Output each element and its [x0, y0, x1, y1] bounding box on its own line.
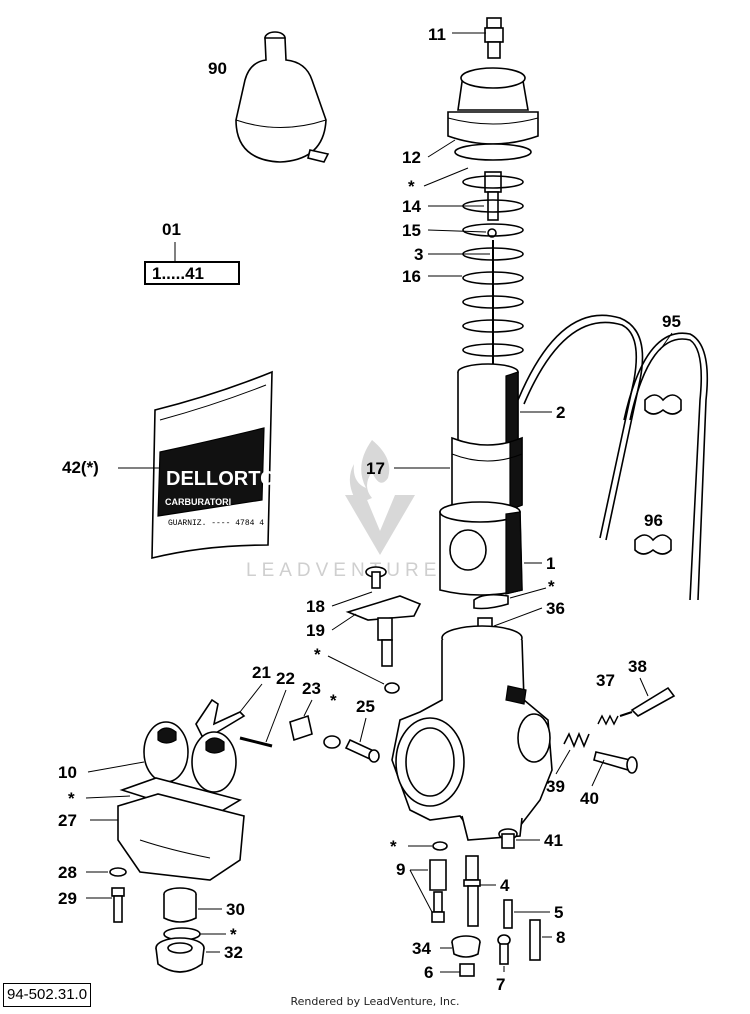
- part-star-washer-c[interactable]: [432, 841, 448, 851]
- part-6-plug[interactable]: [459, 963, 475, 977]
- callout-3: 3: [414, 245, 423, 264]
- part-2-slide[interactable]: [457, 363, 519, 447]
- part-96-cable-clip-bottom[interactable]: [634, 534, 672, 555]
- callout-38: 38: [628, 657, 647, 676]
- carburetor-body[interactable]: [391, 625, 553, 841]
- callout-90: 90: [208, 59, 227, 78]
- part-8-jet[interactable]: [529, 919, 541, 961]
- callout-41: 41: [544, 831, 563, 850]
- callout-96: 96: [644, 511, 663, 530]
- callout-14: 14: [402, 197, 421, 216]
- callout-42: 42(*): [62, 458, 99, 477]
- callout-4: 4: [500, 876, 510, 895]
- callout-17: 17: [366, 459, 385, 478]
- part-34-atomizer[interactable]: [451, 935, 481, 958]
- part-star-oring-a[interactable]: [384, 682, 400, 694]
- part-10-float[interactable]: [143, 721, 237, 793]
- part-28-washer[interactable]: [109, 867, 127, 877]
- callout-39: 39: [546, 777, 565, 796]
- part-19-choke-lever[interactable]: [345, 595, 422, 667]
- callout-28: 28: [58, 863, 77, 882]
- callout-6: 6: [424, 963, 433, 982]
- part-4-needle-jet[interactable]: [463, 855, 481, 927]
- callout-10: 10: [58, 763, 77, 782]
- part-29-bolt[interactable]: [111, 887, 125, 923]
- watermark-text: LEADVENTURE: [246, 560, 441, 581]
- part-96-cable-clip-top[interactable]: [644, 394, 682, 415]
- callout-1: 1: [546, 554, 555, 573]
- callout-star-3: *: [314, 645, 321, 664]
- callout-star-6: *: [390, 837, 397, 856]
- callout-15: 15: [402, 221, 421, 240]
- callout-star-7: *: [230, 925, 237, 944]
- part-14-needle-clip[interactable]: [484, 171, 502, 221]
- part-17-slide-body[interactable]: [451, 436, 523, 513]
- svg-text:GUARNIZ. ---- 4784 4: GUARNIZ. ---- 4784 4: [168, 519, 264, 528]
- part-27-float-bowl[interactable]: [117, 793, 245, 881]
- part-30-filter[interactable]: [163, 887, 197, 923]
- kit-range-text: 1.....41: [152, 264, 204, 283]
- callout-star-2: *: [548, 577, 555, 596]
- callout-star-1: *: [408, 177, 415, 196]
- bag-brand: DELLORTO: [166, 468, 276, 490]
- callout-16: 16: [402, 267, 421, 286]
- callout-8: 8: [556, 928, 565, 947]
- part-39-spring[interactable]: [563, 731, 590, 749]
- callout-star-5: *: [68, 789, 75, 808]
- part-9-pilot-jet[interactable]: [429, 859, 447, 923]
- callout-kit-01: 01: [162, 220, 181, 239]
- part-40-idle-screw[interactable]: [593, 751, 638, 774]
- callout-5: 5: [554, 903, 563, 922]
- callout-23: 23: [302, 679, 321, 698]
- callout-34: 34: [412, 939, 431, 958]
- callout-25: 25: [356, 697, 375, 716]
- part-16-spring[interactable]: [462, 175, 524, 357]
- callout-30: 30: [226, 900, 245, 919]
- callout-19: 19: [306, 621, 325, 640]
- part-22-float-pin[interactable]: [239, 736, 273, 748]
- part-41-jet[interactable]: [498, 828, 518, 849]
- part-90-cap[interactable]: [235, 31, 330, 163]
- part-25-screw[interactable]: [344, 738, 380, 763]
- callout-37: 37: [596, 671, 615, 690]
- part-15-clip[interactable]: [487, 228, 497, 238]
- part-42-gasket-bag[interactable]: DELLORTO CARBURATORI GUARNIZ. ---- 4784 …: [151, 370, 276, 560]
- callout-40: 40: [580, 789, 599, 808]
- callout-21: 21: [252, 663, 271, 682]
- callout-7: 7: [496, 975, 505, 994]
- part-11-cable-adjuster[interactable]: [484, 17, 504, 59]
- callout-2: 2: [556, 403, 565, 422]
- part-38-screw[interactable]: [619, 686, 676, 717]
- part-18-screw[interactable]: [365, 566, 387, 589]
- callout-95: 95: [662, 312, 681, 331]
- reference-code: 94-502.31.0: [3, 983, 92, 1007]
- part-star-gasket-a[interactable]: [473, 593, 509, 610]
- callout-27: 27: [58, 811, 77, 830]
- part-32-drain-plug[interactable]: [155, 937, 205, 973]
- part-37-spring[interactable]: [597, 714, 619, 726]
- part-12-top-cap[interactable]: [447, 67, 539, 161]
- part-5-jet[interactable]: [503, 899, 513, 929]
- callout-12: 12: [402, 148, 421, 167]
- part-7-jet[interactable]: [497, 934, 511, 965]
- part-1-housing[interactable]: [439, 501, 523, 596]
- callout-29: 29: [58, 889, 77, 908]
- callout-11: 11: [428, 25, 446, 44]
- kit-range-box: [144, 261, 240, 285]
- callout-22: 22: [276, 669, 295, 688]
- callout-32: 32: [224, 943, 243, 962]
- footer-credit: Rendered by LeadVenture, Inc.: [290, 995, 460, 1008]
- callout-star-4: *: [330, 691, 337, 710]
- part-95-cables[interactable]: [517, 314, 709, 601]
- callout-18: 18: [306, 597, 325, 616]
- part-star-washer-b[interactable]: [323, 735, 341, 749]
- part-23-needle-valve[interactable]: [289, 714, 313, 742]
- callout-9: 9: [396, 860, 405, 879]
- callout-36: 36: [546, 599, 565, 618]
- leadventure-watermark: LEADVENTURE: [246, 440, 441, 581]
- bag-sub: CARBURATORI: [165, 497, 231, 507]
